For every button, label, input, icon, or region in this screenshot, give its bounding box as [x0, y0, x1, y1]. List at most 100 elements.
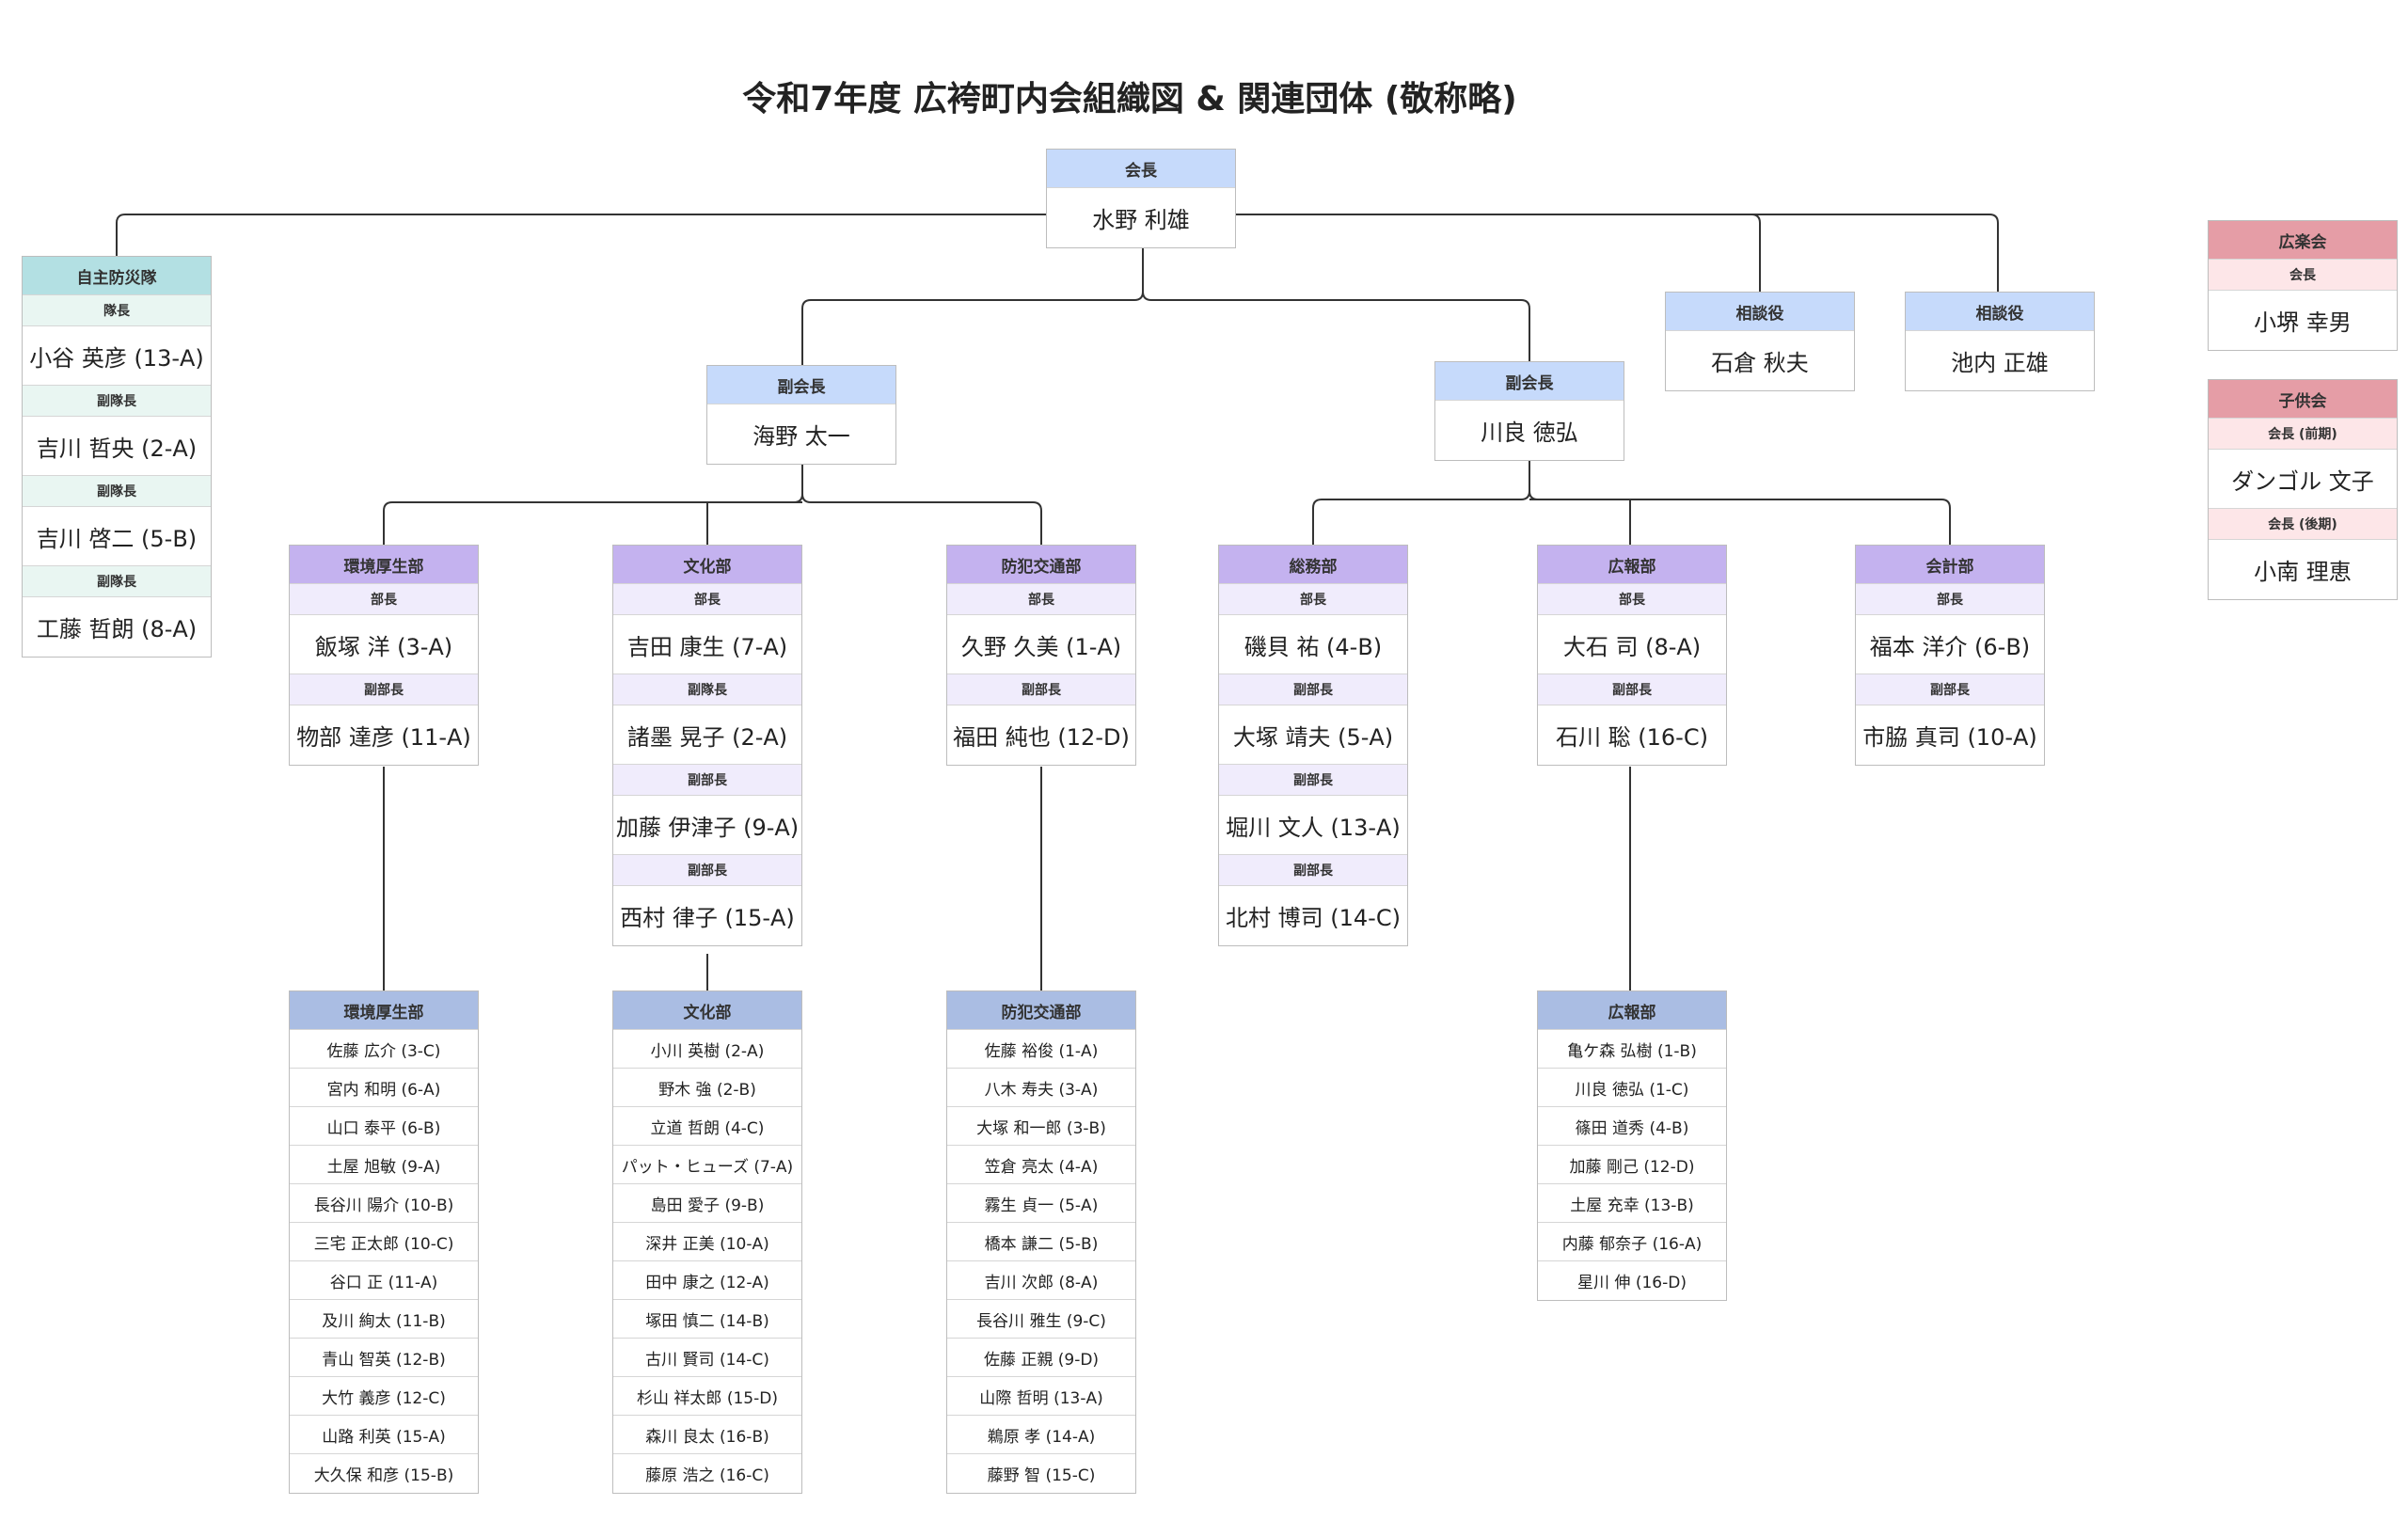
department-name: 大塚 靖夫 (5-A)	[1219, 705, 1407, 765]
member-item: 立道 哲朗 (4-C)	[613, 1107, 801, 1146]
department-header: 会計部	[1856, 546, 2044, 584]
department-name: 西村 律子 (15-A)	[620, 905, 795, 931]
member-item: 山路 利英 (15-A)	[290, 1416, 478, 1454]
vice-president-box: 副会長川良 徳弘	[1434, 361, 1624, 461]
member-item: 篠田 道秀 (4-B)	[1538, 1107, 1726, 1146]
member-item: 田中 康之 (12-A)	[613, 1261, 801, 1300]
president-header: 会長	[1047, 150, 1235, 188]
president-box: 会長水野 利雄	[1046, 149, 1236, 248]
adviser-header: 相談役	[1666, 293, 1854, 331]
department-box: 防犯交通部部長久野 久美 (1-A)副部長福田 純也 (12-D)	[946, 545, 1136, 766]
connector-line	[1312, 456, 1530, 545]
connector-line	[116, 214, 1046, 256]
department-name: 久野 久美 (1-A)	[947, 615, 1135, 674]
department-role: 副部長	[1538, 674, 1726, 705]
kodomo-role: 会長 (後期)	[2209, 509, 2397, 540]
connector-line	[1751, 214, 1999, 292]
department-role: 部長	[1219, 584, 1407, 615]
member-item: 山口 泰平 (6-B)	[290, 1107, 478, 1146]
disaster-role: 隊長	[23, 295, 211, 326]
department-box: 文化部部長吉田 康生 (7-A)副隊長諸墨 晃子 (2-A)副部長加藤 伊津子 …	[612, 545, 802, 946]
department-role: 副部長	[1856, 674, 2044, 705]
department-name: 物部 達彦 (11-A)	[296, 724, 471, 751]
department-box: 広報部部長大石 司 (8-A)副部長石川 聡 (16-C)	[1537, 545, 1727, 766]
member-item: 杉山 祥太郎 (15-D)	[613, 1377, 801, 1416]
member-item: 内藤 郁奈子 (16-A)	[1538, 1223, 1726, 1261]
member-list-box: 環境厚生部佐藤 広介 (3-C)宮内 和明 (6-A)山口 泰平 (6-B)土屋…	[289, 990, 479, 1494]
department-name: 飯塚 洋 (3-A)	[290, 615, 478, 674]
chart-title: 令和7年度 広袴町内会組織図 & 関連団体 (敬称略)	[742, 80, 1517, 119]
member-item: パット・ヒューズ (7-A)	[613, 1146, 801, 1184]
member-item: 深井 正美 (10-A)	[613, 1223, 801, 1261]
department-box: 総務部部長磯貝 祐 (4-B)副部長大塚 靖夫 (5-A)副部長堀川 文人 (1…	[1218, 545, 1408, 946]
kodomo-name: ダンゴル 文子	[2209, 450, 2397, 509]
kouraku-role: 会長	[2209, 260, 2397, 291]
disaster-name: 工藤 哲朗 (8-A)	[36, 616, 198, 642]
member-item: 三宅 正太郎 (10-C)	[290, 1223, 478, 1261]
department-role: 副隊長	[613, 674, 801, 705]
member-item: 藤野 智 (15-C)	[987, 1466, 1096, 1485]
member-item: 谷口 正 (11-A)	[290, 1261, 478, 1300]
disaster-team-header: 自主防災隊	[23, 257, 211, 295]
adviser-name: 石倉 秋夫	[1711, 350, 1809, 376]
department-header: 文化部	[613, 546, 801, 584]
department-name: 諸墨 晃子 (2-A)	[613, 705, 801, 765]
member-item: 大久保 和彦 (15-B)	[313, 1466, 454, 1485]
department-header: 環境厚生部	[290, 546, 478, 584]
department-name: 堀川 文人 (13-A)	[1219, 796, 1407, 855]
connector-line	[801, 493, 1042, 545]
department-name: 大石 司 (8-A)	[1538, 615, 1726, 674]
member-item: 大竹 義彦 (12-C)	[290, 1377, 478, 1416]
member-item: 島田 愛子 (9-B)	[613, 1184, 801, 1223]
department-header: 広報部	[1538, 546, 1726, 584]
department-box: 会計部部長福本 洋介 (6-B)副部長市脇 真司 (10-A)	[1855, 545, 2045, 766]
department-role: 副部長	[1219, 674, 1407, 705]
disaster-name: 小谷 英彦 (13-A)	[23, 326, 211, 386]
member-item: 宮内 和明 (6-A)	[290, 1069, 478, 1107]
member-item: 大塚 和一郎 (3-B)	[947, 1107, 1135, 1146]
kouraku-name: 小堺 幸男	[2254, 309, 2352, 336]
disaster-role: 副隊長	[23, 476, 211, 507]
member-list-header: 環境厚生部	[290, 991, 478, 1030]
vice-president-name: 海野 太一	[752, 423, 850, 450]
department-name: 磯貝 祐 (4-B)	[1219, 615, 1407, 674]
member-item: 塚田 慎二 (14-B)	[613, 1300, 801, 1339]
member-item: 星川 伸 (16-D)	[1577, 1274, 1687, 1292]
department-role: 副部長	[613, 765, 801, 796]
department-name: 市脇 真司 (10-A)	[1862, 724, 2037, 751]
department-role: 副部長	[1219, 765, 1407, 796]
department-name: 石川 聡 (16-C)	[1556, 724, 1708, 751]
connector-line	[1236, 214, 1761, 292]
disaster-name: 吉川 啓二 (5-B)	[23, 507, 211, 566]
vice-president-name: 川良 徳弘	[1481, 420, 1578, 446]
member-item: 加藤 剛己 (12-D)	[1538, 1146, 1726, 1184]
member-item: 亀ケ森 弘樹 (1-B)	[1538, 1030, 1726, 1069]
member-item: 山際 哲明 (13-A)	[947, 1377, 1135, 1416]
disaster-team-box: 自主防災隊隊長小谷 英彦 (13-A)副隊長吉川 哲央 (2-A)副隊長吉川 啓…	[22, 256, 212, 658]
department-role: 部長	[1538, 584, 1726, 615]
member-list-header: 防犯交通部	[947, 991, 1135, 1030]
department-role: 副部長	[290, 674, 478, 705]
kouraku-box: 広楽会会長小堺 幸男	[2208, 220, 2398, 351]
kodomo-name: 小南 理恵	[2254, 559, 2352, 585]
vice-president-header: 副会長	[707, 366, 895, 404]
member-item: 佐藤 裕俊 (1-A)	[947, 1030, 1135, 1069]
department-role: 部長	[613, 584, 801, 615]
department-role: 部長	[290, 584, 478, 615]
member-list-box: 文化部小川 英樹 (2-A)野木 強 (2-B)立道 哲朗 (4-C)パット・ヒ…	[612, 990, 802, 1494]
department-name: 福田 純也 (12-D)	[953, 724, 1130, 751]
member-item: 笠倉 亮太 (4-A)	[947, 1146, 1135, 1184]
member-list-header: 広報部	[1538, 991, 1726, 1030]
president-name: 水野 利雄	[1092, 207, 1190, 233]
member-item: 野木 強 (2-B)	[613, 1069, 801, 1107]
connector-line	[1142, 291, 1530, 361]
department-name: 加藤 伊津子 (9-A)	[613, 796, 801, 855]
department-role: 副部長	[613, 855, 801, 886]
adviser-name: 池内 正雄	[1951, 350, 2049, 376]
member-item: 藤原 浩之 (16-C)	[645, 1466, 769, 1485]
department-role: 部長	[947, 584, 1135, 615]
member-item: 佐藤 広介 (3-C)	[290, 1030, 478, 1069]
connector-line	[1529, 499, 1631, 545]
disaster-role: 副隊長	[23, 386, 211, 417]
